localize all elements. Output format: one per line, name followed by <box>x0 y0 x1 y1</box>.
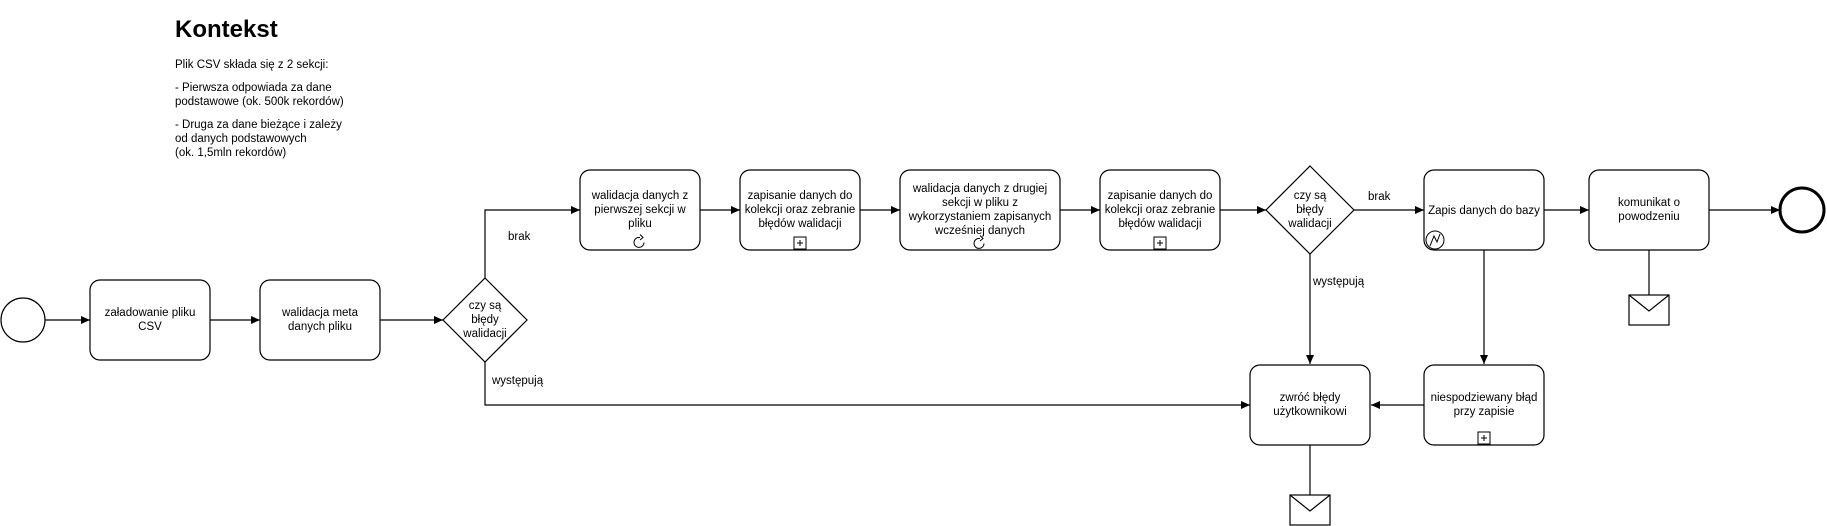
task-validate-meta-line-1: walidacja meta <box>281 307 359 319</box>
task-success-msg-line-2: powodzeniu <box>1618 211 1679 223</box>
task-return-errors: zwróć błędy użytkownikowi <box>1249 364 1371 446</box>
task-success-msg-line-1: komunikat o <box>1618 197 1680 209</box>
gateway-validation-errors-2: czy są błędy walidacji <box>1265 165 1355 255</box>
gateway2-line-3: walidacji <box>1287 218 1331 230</box>
task-validate-meta-line-2: danych pliku <box>288 321 352 333</box>
context-note: Kontekst Plik CSV składa się z 2 sekcji:… <box>175 16 405 169</box>
flow-gateway1-wystepuja <box>484 362 1250 409</box>
edge-label-g1-wystepuja: występują <box>491 375 544 387</box>
task-validate-section2-line-2: sekcji w pliku z <box>942 197 1018 209</box>
gateway2-line-1: czy są <box>1294 190 1327 202</box>
context-title: Kontekst <box>175 16 278 43</box>
gateway2-line-2: błędy <box>1296 204 1324 216</box>
task-validate-section2-line-4: wcześniej danych <box>934 225 1025 237</box>
subprocess-plus-icon[interactable] <box>1477 431 1491 445</box>
task-save-collection1-line-2: kolekcji oraz zebranie <box>745 204 856 216</box>
task-save-collection2: zapisanie danych do kolekcji oraz zebran… <box>1099 169 1221 251</box>
context-paragraph-1: Plik CSV składa się z 2 sekcji: <box>175 59 329 71</box>
task-load-csv-line-2: CSV <box>138 321 162 333</box>
gateway1-line-2: błędy <box>471 314 499 326</box>
task-validate-section1-line-2: pierwszej sekcji w <box>594 204 686 216</box>
message-envelope-icon <box>1628 294 1670 326</box>
loop-icon <box>633 234 645 248</box>
edge-label-g2-wystepuja: występują <box>1312 276 1365 288</box>
context-paragraph-2: - Pierwsza odpowiada za dane podstawowe … <box>175 82 344 108</box>
edge-label-g2-brak: brak <box>1368 191 1391 203</box>
task-save-collection1-line-3: błędów walidacji <box>758 218 841 230</box>
gateway1-line-1: czy są <box>469 300 502 312</box>
task-save-collection2-line-2: kolekcji oraz zebranie <box>1105 204 1216 216</box>
loop-icon <box>973 235 985 249</box>
task-return-errors-line-2: użytkownikowi <box>1273 406 1347 418</box>
context-paragraph-3: - Druga za dane bieżące i zależy od dany… <box>175 119 342 159</box>
end-event <box>1778 186 1826 234</box>
task-save-db-line-1: Zapis danych do bazy <box>1428 205 1540 217</box>
task-validate-meta: walidacja meta danych pliku <box>259 279 381 361</box>
task-unexpected-error-line-2: przy zapisie <box>1454 406 1515 418</box>
task-unexpected-error: niespodziewany błąd przy zapisie <box>1423 364 1545 446</box>
task-save-collection2-line-3: błędów walidacji <box>1118 218 1201 230</box>
task-save-collection1: zapisanie danych do kolekcji oraz zebran… <box>739 169 861 251</box>
task-validate-section1-line-1: walidacja danych z <box>591 190 689 202</box>
task-save-collection1-line-1: zapisanie danych do <box>748 190 853 202</box>
task-return-errors-line-1: zwróć błędy <box>1280 392 1341 404</box>
start-event <box>0 297 46 343</box>
task-validate-section2-line-3: wykorzystaniem zapisanych <box>908 211 1052 223</box>
subprocess-plus-icon[interactable] <box>1153 236 1167 250</box>
gateway-validation-errors-1: czy są błędy walidacji <box>442 277 528 363</box>
task-save-collection2-line-1: zapisanie danych do <box>1108 190 1213 202</box>
task-load-csv-line-1: załadowanie pliku <box>105 307 196 319</box>
flow-gateway1-brak <box>484 206 580 278</box>
message-envelope-icon <box>1289 494 1331 526</box>
sequence-flows <box>45 206 1780 495</box>
task-validate-section2-line-1: walidacja danych z drugiej <box>912 183 1047 195</box>
subprocess-plus-icon[interactable] <box>793 236 807 250</box>
task-unexpected-error-line-1: niespodziewany błąd <box>1431 392 1538 404</box>
gateway1-line-3: walidacji <box>462 328 506 340</box>
task-success-msg: komunikat o powodzeniu <box>1588 169 1710 251</box>
task-load-csv: załadowanie pliku CSV <box>89 279 211 361</box>
task-validate-section1-line-3: pliku <box>628 218 652 230</box>
error-boundary-event-icon <box>1425 230 1445 250</box>
task-validate-section1: walidacja danych z pierwszej sekcji w pl… <box>579 169 701 251</box>
task-save-db: Zapis danych do bazy <box>1423 169 1545 251</box>
task-validate-section2: walidacja danych z drugiej sekcji w plik… <box>899 169 1061 251</box>
edge-label-g1-brak: brak <box>508 231 531 243</box>
